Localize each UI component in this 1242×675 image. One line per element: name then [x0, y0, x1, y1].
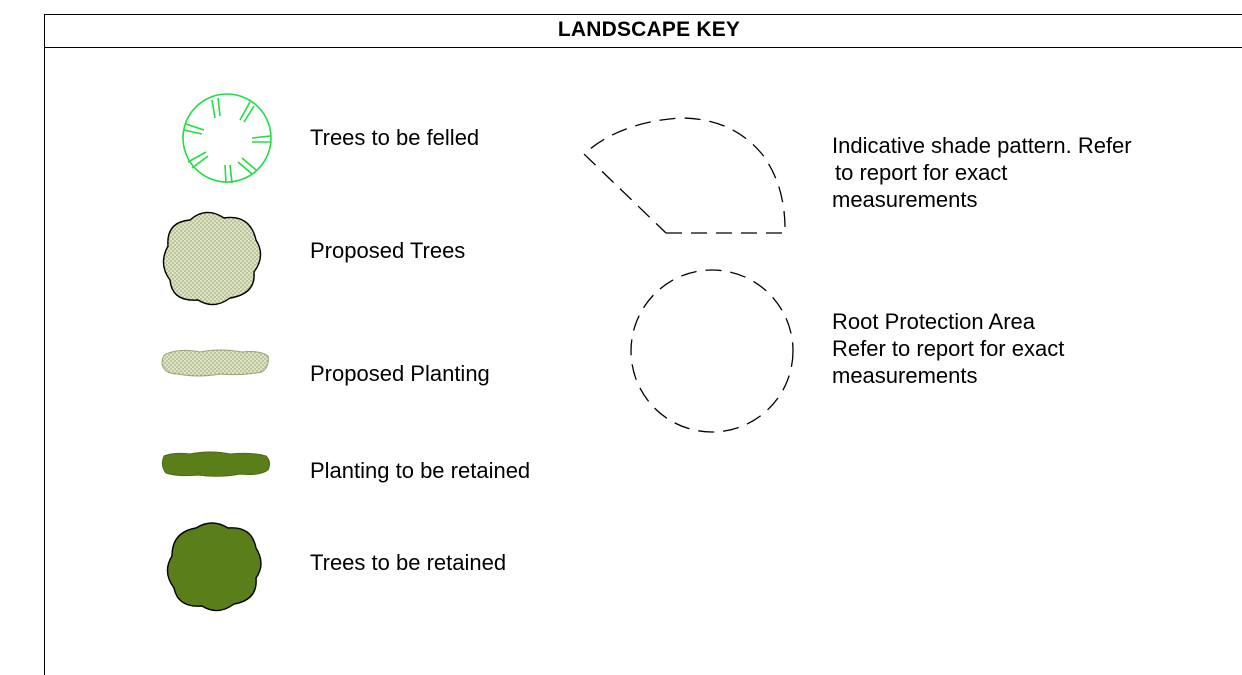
legend-label-planting-retained: Planting to be retained [310, 458, 531, 483]
planting-to-be-retained-icon [161, 451, 271, 477]
title-bar [44, 14, 1242, 48]
key-frame [44, 14, 1242, 675]
proposed-trees-icon [162, 211, 262, 306]
shade-pattern-icon [583, 117, 786, 234]
proposed-planting-icon [161, 349, 269, 377]
legend-label-proposed-trees: Proposed Trees [310, 238, 466, 263]
legend-label-proposed-planting: Proposed Planting [310, 361, 490, 386]
trees-to-be-felled-icon [182, 93, 272, 184]
legend-label-trees-felled: Trees to be felled [310, 125, 480, 150]
root-protection-area-icon [630, 269, 794, 433]
trees-to-be-retained-icon [166, 522, 262, 612]
legend-label-shade-pattern: Indicative shade pattern. Refer to repor… [832, 133, 1132, 212]
legend-label-root-protection-area: Root Protection Area Refer to report for… [832, 309, 1065, 388]
legend-label-trees-retained: Trees to be retained [310, 550, 507, 575]
key-title: LANDSCAPE KEY [557, 18, 741, 41]
